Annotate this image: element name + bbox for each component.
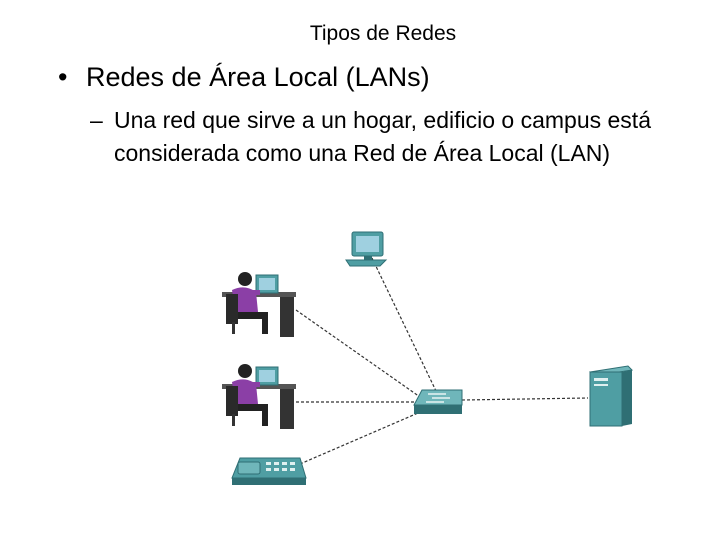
bullet-text: Redes de Área Local (LANs) — [86, 62, 430, 92]
sub-bullet-text: Una red que sirve a un hogar, edificio o… — [114, 107, 651, 166]
bullet-marker: • — [58, 62, 68, 92]
server-icon — [588, 365, 634, 427]
ip-phone-icon — [231, 457, 307, 485]
cable-switch-server — [461, 397, 589, 401]
workstation-user-icon — [222, 272, 296, 337]
cable-computer-switch — [371, 257, 438, 394]
sub-bullet-marker: – — [90, 107, 103, 133]
switch-icon — [413, 389, 463, 414]
cable-phone-switch — [299, 409, 426, 465]
workstation-user-icon — [222, 364, 296, 429]
computer-icon — [345, 231, 388, 267]
network-cables — [295, 257, 589, 465]
slide-title: Tipos de Redes — [309, 22, 457, 45]
bullet-item: • Redes de Área Local (LANs) — [58, 60, 430, 94]
cable-user1-switch — [295, 309, 421, 398]
